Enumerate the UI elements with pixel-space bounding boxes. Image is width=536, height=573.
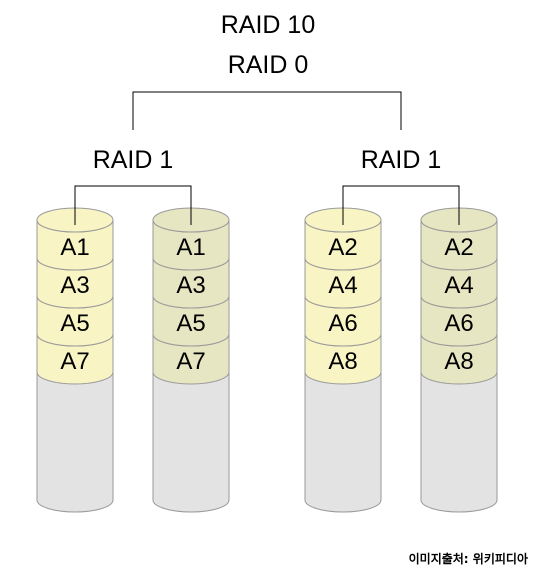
raid1-label: RAID 1	[361, 146, 442, 174]
block-label: A2	[328, 234, 357, 261]
block-label: A5	[176, 310, 205, 337]
raid1-connector	[74, 185, 192, 220]
block-label: A2	[444, 234, 473, 261]
image-credit: 이미지출처: 위키피디아	[408, 552, 528, 566]
disk-empty-space	[304, 371, 382, 513]
block-label: A7	[60, 348, 89, 375]
block-label: A4	[444, 272, 473, 299]
diagram-subtitle: RAID 0	[228, 51, 309, 79]
disk-empty-space	[36, 371, 114, 513]
block-label: A5	[60, 310, 89, 337]
block-label: A7	[176, 348, 205, 375]
disk-empty-space	[420, 371, 498, 513]
raid0-connector	[132, 91, 402, 130]
block-label: A4	[328, 272, 357, 299]
block-label: A6	[444, 310, 473, 337]
block-label: A3	[176, 272, 205, 299]
block-label: A1	[176, 234, 205, 261]
block-label: A6	[328, 310, 357, 337]
disk-empty-space	[152, 371, 230, 513]
diagram-title: RAID 10	[221, 11, 315, 39]
raid1-label: RAID 1	[93, 146, 174, 174]
block-label: A3	[60, 272, 89, 299]
block-label: A8	[444, 348, 473, 375]
block-label: A8	[328, 348, 357, 375]
raid1-connector	[342, 185, 460, 220]
block-label: A1	[60, 234, 89, 261]
